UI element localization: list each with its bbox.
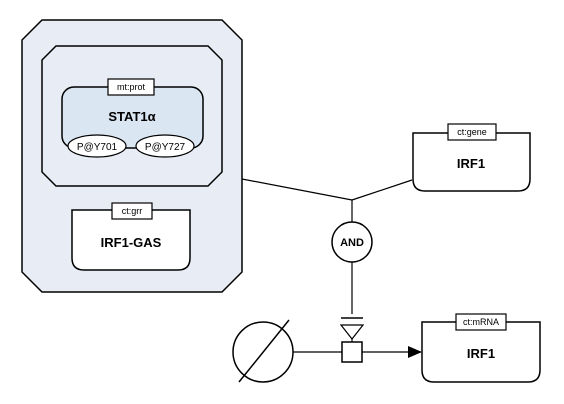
stat1a-label: STAT1α — [108, 109, 155, 124]
necessary-stimulation-icon — [339, 317, 365, 342]
irf1-gas-unit-of-information: ct:grr — [111, 202, 153, 220]
irf1-mrna-label: IRF1 — [467, 346, 495, 361]
irf1-mrna-unit-of-information: ct:mRNA — [455, 313, 507, 331]
irf1-gene-unit-of-information-label: ct:gene — [457, 127, 487, 137]
irf1-gene-label: IRF1 — [457, 156, 485, 171]
stat1a-unit-of-information: mt:prot — [107, 78, 155, 96]
and-operator-icon[interactable]: AND — [331, 221, 373, 263]
process-node-icon[interactable] — [341, 341, 363, 363]
arc-complex-to-junction[interactable] — [241, 178, 353, 201]
and-operator-label: AND — [340, 237, 364, 249]
arcs — [241, 178, 422, 358]
state-variable-y727: P@Y727 — [135, 134, 195, 158]
irf1-gas-label: IRF1-GAS — [101, 235, 162, 250]
outer-complex[interactable]: STAT1α mt:prot P@Y701 P@Y727 — [21, 19, 243, 293]
state-variable-y701-label: P@Y701 — [77, 142, 118, 153]
irf1-gas-nucleic-acid-feature[interactable]: IRF1-GAS ct:grr — [71, 202, 191, 271]
irf1-mrna-nucleic-acid-feature[interactable]: IRF1 ct:mRNA — [421, 313, 541, 383]
stat1a-unit-of-information-label: mt:prot — [117, 82, 146, 92]
state-variable-y701: P@Y701 — [67, 134, 127, 158]
state-variable-y727-label: P@Y727 — [145, 142, 186, 153]
irf1-mrna-unit-of-information-label: ct:mRNA — [463, 317, 499, 327]
irf1-gas-unit-of-information-label: ct:grr — [122, 206, 143, 216]
irf1-gene-unit-of-information: ct:gene — [447, 123, 497, 141]
arc-gene-to-junction[interactable] — [351, 179, 413, 201]
inner-complex[interactable]: STAT1α mt:prot P@Y701 P@Y727 — [41, 45, 223, 187]
empty-set-icon[interactable] — [232, 319, 294, 383]
stat1a-macromolecule[interactable]: STAT1α mt:prot P@Y701 P@Y727 — [61, 78, 204, 158]
irf1-gene-nucleic-acid-feature[interactable]: IRF1 ct:gene — [412, 123, 531, 192]
